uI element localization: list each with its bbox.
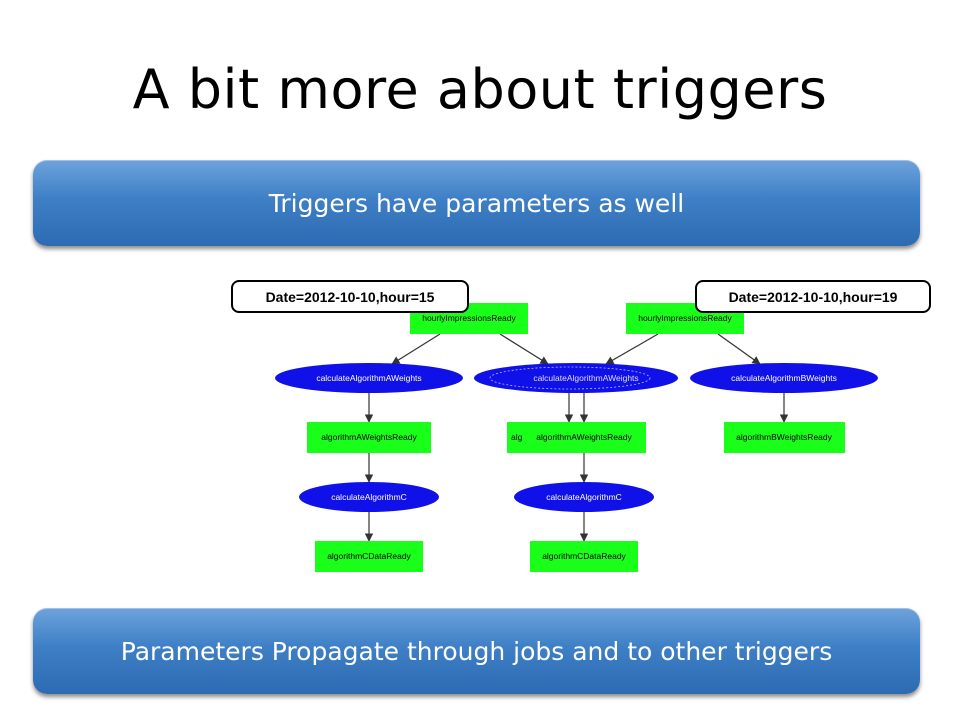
job-a-left-node: calculateAlgorithmAWeights <box>275 363 463 393</box>
param-label-right-text: Date=2012-10-10,hour=19 <box>729 289 898 305</box>
job-a-right-node: calculateAlgorithmAWeights <box>474 363 678 393</box>
data-c-right-label: algorithmCDataReady <box>542 551 626 561</box>
data-a-right-node: algorithmAWeightsReady <box>522 422 646 453</box>
edge-trigger-right-to-job-a-right <box>605 333 659 365</box>
job-a-left-label: calculateAlgorithmAWeights <box>316 373 421 383</box>
edge-trigger-left-to-job-a-right <box>499 333 549 365</box>
param-label-right: Date=2012-10-10,hour=19 <box>695 280 931 313</box>
edges <box>364 333 789 542</box>
data-b-node: algorithmBWeightsReady <box>724 422 845 453</box>
job-b-node: calculateAlgorithmBWeights <box>690 363 878 393</box>
param-label-left: Date=2012-10-10,hour=15 <box>231 280 469 313</box>
trigger-left-label: hourlyImpressionsReady <box>422 313 516 323</box>
edge-trigger-left-to-job-a-left <box>391 333 441 365</box>
data-c-right-node: algorithmCDataReady <box>530 541 638 572</box>
data-a-right-label: algorithmAWeightsReady <box>536 432 632 442</box>
trigger-right-label: hourlyImpressionsReady <box>638 313 732 323</box>
data-b-label: algorithmBWeightsReady <box>736 432 832 442</box>
job-c-left-node: calculateAlgorithmC <box>299 482 439 512</box>
job-c-right-label: calculateAlgorithmC <box>546 492 622 502</box>
slide-title: A bit more about triggers <box>132 58 828 121</box>
job-c-left-label: calculateAlgorithmC <box>331 492 407 502</box>
data-a-behind-label: alg <box>511 432 523 442</box>
edge-trigger-right-to-job-b <box>717 333 761 365</box>
job-a-right-label: calculateAlgorithmAWeights <box>533 373 638 383</box>
data-a-left-label: algorithmAWeightsReady <box>321 432 417 442</box>
data-c-left-node: algorithmCDataReady <box>315 541 423 572</box>
banner-bottom: Parameters Propagate through jobs and to… <box>33 608 920 694</box>
param-label-left-text: Date=2012-10-10,hour=15 <box>266 289 435 305</box>
job-c-right-node: calculateAlgorithmC <box>514 482 654 512</box>
data-a-left-node: algorithmAWeightsReady <box>307 422 431 453</box>
data-c-left-label: algorithmCDataReady <box>327 551 411 561</box>
banner-top: Triggers have parameters as well <box>33 160 920 246</box>
job-b-label: calculateAlgorithmBWeights <box>731 373 837 383</box>
